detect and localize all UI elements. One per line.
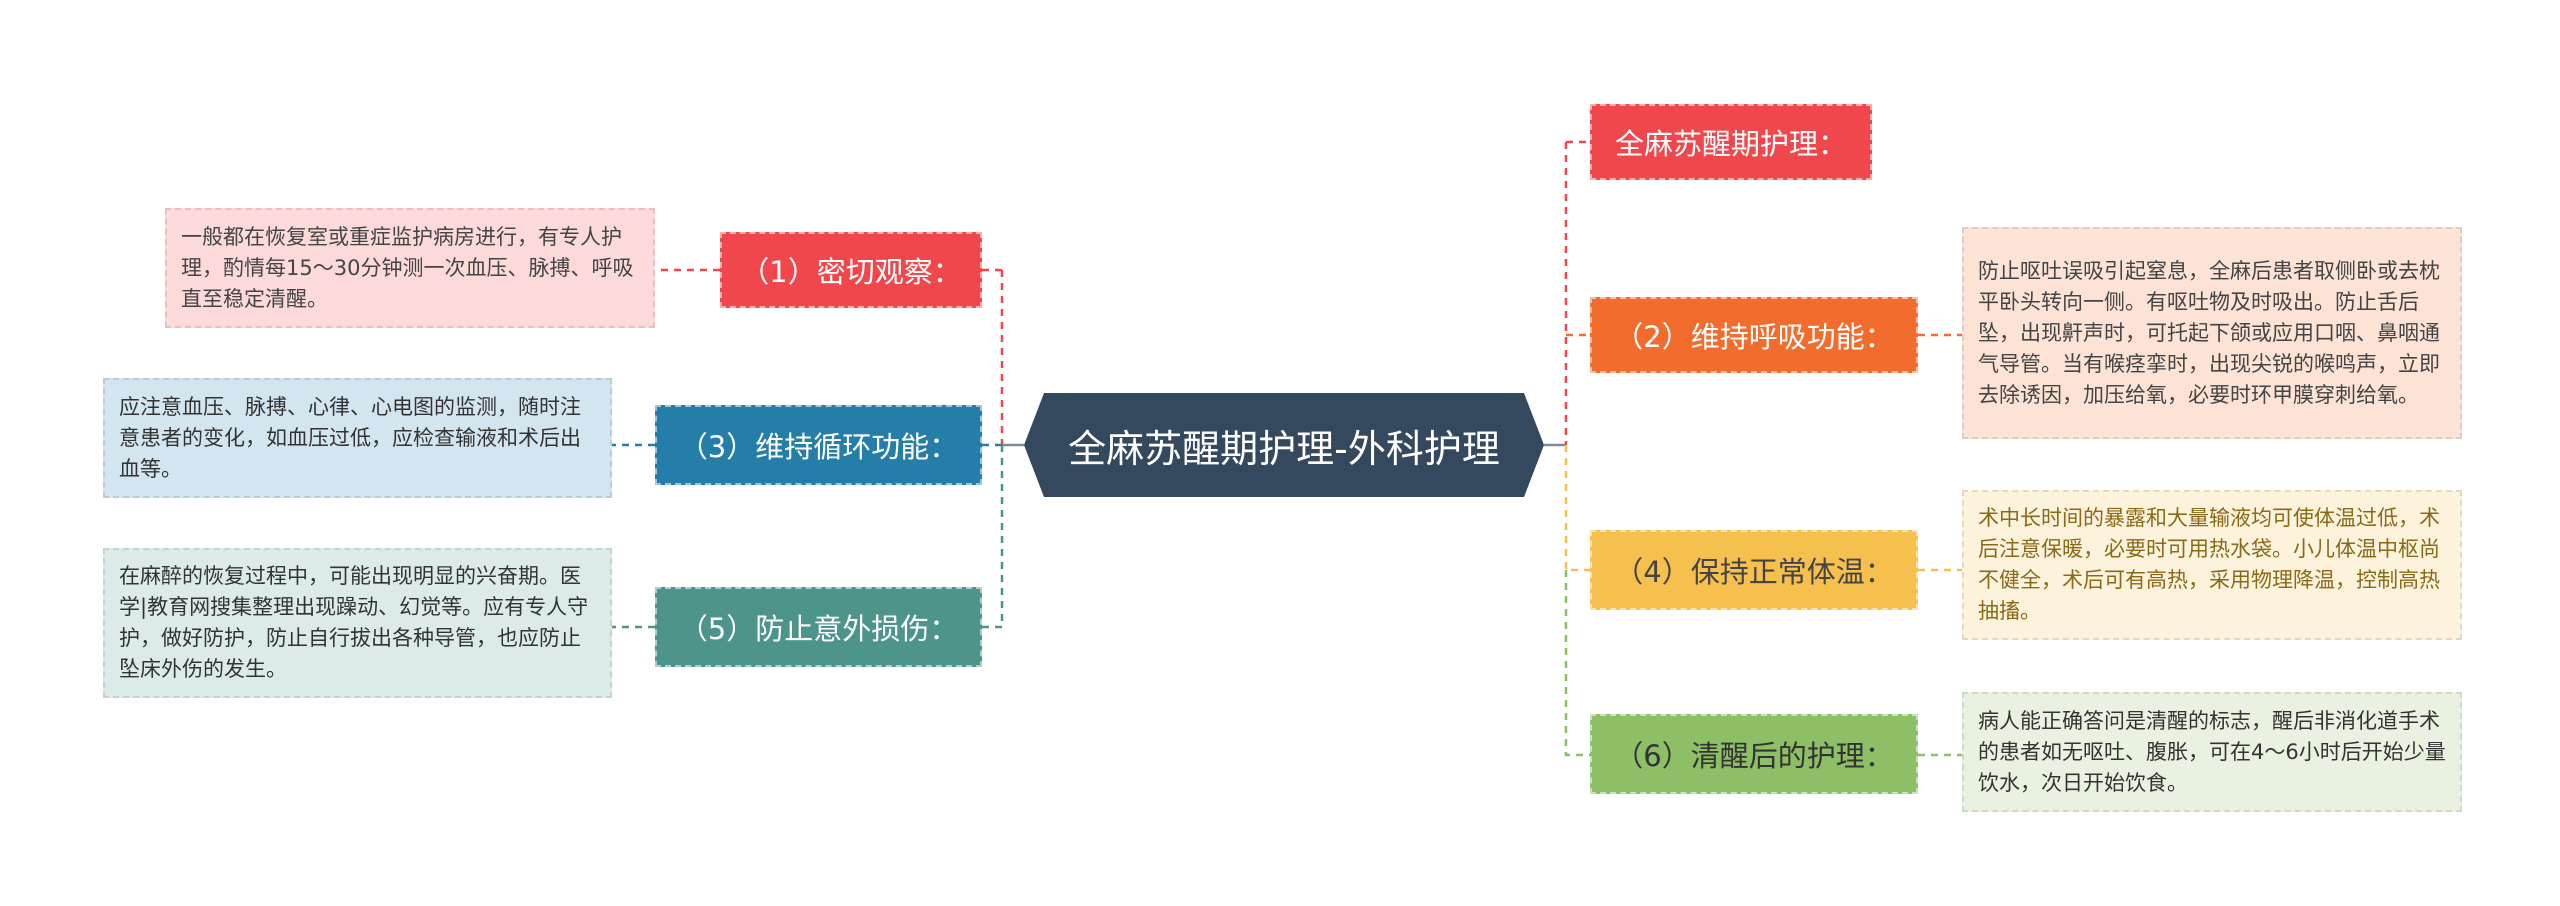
topic-header-label: 全麻苏醒期护理：: [1614, 127, 1847, 161]
leaf-injury-prevention: 在麻醉的恢复过程中，可能出现明显的兴奋期。医学|教育网搜集整理出现躁动、幻觉等。…: [103, 548, 612, 698]
branch-temperature[interactable]: （4）保持正常体温：: [1590, 530, 1918, 610]
leaf-temperature: 术中长时间的暴露和大量输液均可使体温过低，术后注意保暖，必要时可用热水袋。小儿体…: [1962, 490, 2462, 640]
leaf-circulation: 应注意血压、脉搏、心律、心电图的监测，随时注意患者的变化，如血压过低，应检查输液…: [103, 378, 612, 498]
leaf-post-awakening: 病人能正确答问是清醒的标志，醒后非消化道手术的患者如无呕吐、腹胀，可在4～6小时…: [1962, 692, 2462, 812]
topic-header-node[interactable]: 全麻苏醒期护理：: [1590, 104, 1872, 180]
branch-respiration[interactable]: （2）维持呼吸功能：: [1590, 297, 1918, 373]
branch-observation[interactable]: （1）密切观察：: [720, 232, 982, 308]
branch-injury-prevention-label: （5）防止意外损伤：: [678, 612, 959, 646]
central-topic-shape: [1024, 393, 1544, 497]
leaf-observation: 一般都在恢复室或重症监护病房进行，有专人护理，酌情每15～30分钟测一次血压、脉…: [165, 208, 655, 328]
central-topic-title: 全麻苏醒期护理-外科护理: [1068, 426, 1500, 471]
leaf-temperature-text: 术中长时间的暴露和大量输液均可使体温过低，术后注意保暖，必要时可用热水袋。小儿体…: [1978, 506, 2440, 623]
leaf-injury-prevention-text: 在麻醉的恢复过程中，可能出现明显的兴奋期。医学|教育网搜集整理出现躁动、幻觉等。…: [119, 564, 589, 681]
branch-observation-label: （1）密切观察：: [740, 255, 962, 289]
branch-circulation-label: （3）维持循环功能：: [678, 430, 959, 464]
leaf-post-awakening-text: 病人能正确答问是清醒的标志，醒后非消化道手术的患者如无呕吐、腹胀，可在4～6小时…: [1978, 708, 2446, 795]
central-topic[interactable]: 全麻苏醒期护理-外科护理: [1024, 393, 1544, 497]
branch-injury-prevention[interactable]: （5）防止意外损伤：: [655, 587, 982, 667]
branch-circulation[interactable]: （3）维持循环功能：: [655, 405, 982, 485]
branch-temperature-label: （4）保持正常体温：: [1614, 555, 1894, 589]
branch-post-awakening[interactable]: （6）清醒后的护理：: [1590, 714, 1918, 794]
leaf-respiration: 防止呕吐误吸引起窒息，全麻后患者取侧卧或去枕平卧头转向一侧。有呕吐物及时吸出。防…: [1962, 227, 2462, 439]
branch-post-awakening-label: （6）清醒后的护理：: [1614, 739, 1894, 773]
leaf-observation-text: 一般都在恢复室或重症监护病房进行，有专人护理，酌情每15～30分钟测一次血压、脉…: [181, 224, 634, 311]
branch-respiration-label: （2）维持呼吸功能：: [1614, 320, 1894, 354]
leaf-circulation-text: 应注意血压、脉搏、心律、心电图的监测，随时注意患者的变化，如血压过低，应检查输液…: [119, 394, 581, 481]
leaf-respiration-text: 防止呕吐误吸引起窒息，全麻后患者取侧卧或去枕平卧头转向一侧。有呕吐物及时吸出。防…: [1978, 258, 2440, 407]
